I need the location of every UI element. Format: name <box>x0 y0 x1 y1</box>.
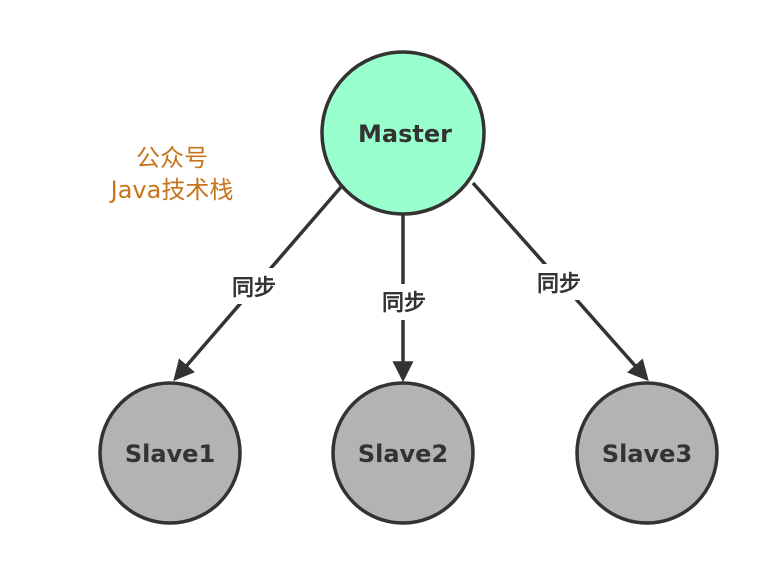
edge-master-slave3: 同步 <box>471 181 649 382</box>
watermark: 公众号 Java技术栈 <box>92 142 252 206</box>
edge-label-bg-slave3 <box>527 264 591 300</box>
edge-label-slave3: 同步 <box>537 271 581 297</box>
edge-label-bg-slave2 <box>372 284 436 320</box>
slave3-node-circle <box>575 381 719 525</box>
slave3-node: Slave3 <box>575 381 719 525</box>
master-node-label: Master <box>358 120 452 148</box>
edge-master-slave1: 同步 <box>173 185 343 382</box>
master-node-circle <box>320 50 486 216</box>
master-node: Master <box>320 50 486 216</box>
slave3-node-label: Slave3 <box>602 440 692 468</box>
slave1-node-circle <box>98 381 242 525</box>
slave2-node-label: Slave2 <box>358 440 448 468</box>
edge-label-slave1: 同步 <box>232 275 276 301</box>
edge-master-slave2: 同步 <box>372 214 436 383</box>
slave1-node: Slave1 <box>98 381 242 525</box>
watermark-line-1: 公众号 <box>136 144 208 172</box>
watermark-line-2: Java技术栈 <box>110 176 234 204</box>
slave1-node-label: Slave1 <box>125 440 215 468</box>
edge-label-bg-slave1 <box>222 268 286 304</box>
edge-label-slave2: 同步 <box>382 290 426 316</box>
slave2-node: Slave2 <box>331 381 475 525</box>
slave2-node-circle <box>331 381 475 525</box>
